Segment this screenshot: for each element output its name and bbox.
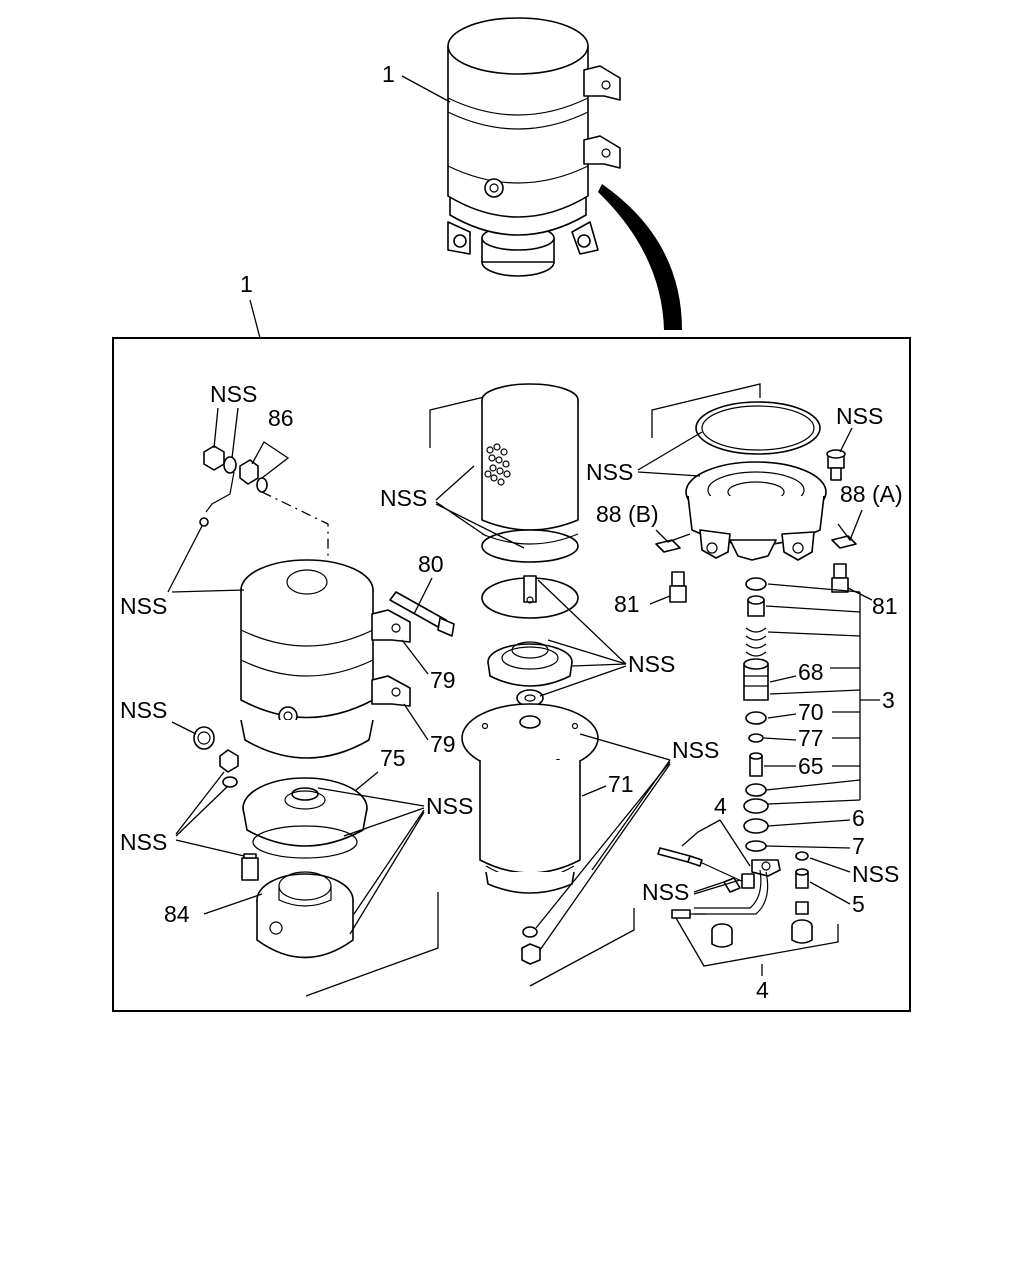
- label-nss-plug: NSS: [120, 697, 167, 723]
- label-77: 77: [798, 725, 824, 751]
- label-79-upper: 79: [430, 667, 456, 693]
- label-nss-center-mid: NSS: [628, 651, 675, 677]
- label-nss-left-plate: NSS: [426, 793, 473, 819]
- label-5: 5: [852, 891, 865, 917]
- label-4-lower: 4: [756, 977, 769, 1003]
- label-84: 84: [164, 901, 190, 927]
- perforation-pattern: [484, 443, 511, 486]
- label-81-left: 81: [614, 591, 640, 617]
- label-88b: 88 (B): [596, 501, 659, 527]
- right-filter-head: [651, 383, 857, 967]
- label-nss-center-lower: NSS: [672, 737, 719, 763]
- center-filter-element: [429, 383, 635, 987]
- label-3: 3: [882, 687, 895, 713]
- label-nss-right-washer: NSS: [852, 861, 899, 887]
- label-nss-left-mid: NSS: [120, 593, 167, 619]
- label-nss-right-screw: NSS: [836, 403, 883, 429]
- label-6: 6: [852, 805, 865, 831]
- label-nss-right-oring: NSS: [586, 459, 633, 485]
- label-top-assembly: 1: [382, 61, 395, 87]
- label-4-upper: 4: [714, 793, 727, 819]
- label-nss-center-top: NSS: [380, 485, 427, 511]
- label-79-lower: 79: [430, 731, 456, 757]
- label-nss-right-heater: NSS: [642, 879, 689, 905]
- label-70: 70: [798, 699, 824, 725]
- label-65: 65: [798, 753, 824, 779]
- label-nss-left-top: NSS: [210, 381, 257, 407]
- label-80: 80: [418, 551, 444, 577]
- label-frame-callout: 1: [240, 271, 253, 297]
- label-75: 75: [380, 745, 406, 771]
- label-86: 86: [268, 405, 294, 431]
- label-81-right: 81: [872, 593, 898, 619]
- label-71: 71: [608, 771, 634, 797]
- assembled-filter-drawing: [447, 17, 682, 330]
- label-88a: 88 (A): [840, 481, 903, 507]
- left-filter-housing: [193, 445, 455, 997]
- label-nss-left-lower: NSS: [120, 829, 167, 855]
- label-68: 68: [798, 659, 824, 685]
- label-7: 7: [852, 833, 865, 859]
- exploded-view-frame: [112, 337, 911, 1012]
